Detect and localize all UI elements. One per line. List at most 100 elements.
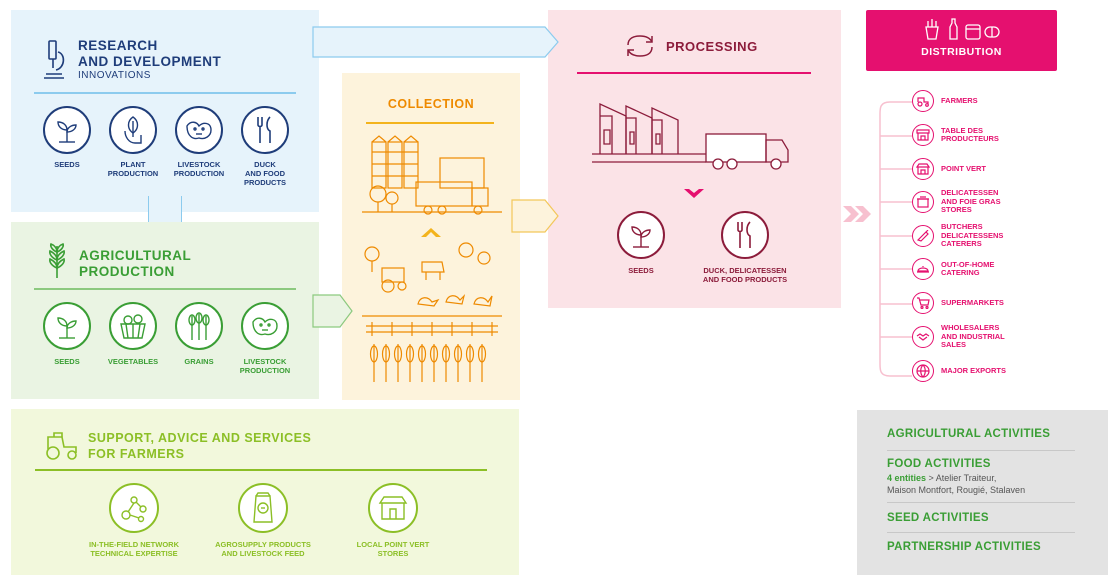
distribution-label-table: TABLE DES PRODUCTEURS xyxy=(941,125,999,143)
agri-seeds-circle xyxy=(43,302,91,350)
distribution-item-wholesalers: WHOLESALERS AND INDUSTRIAL SALES xyxy=(912,324,1005,349)
cart-icon xyxy=(912,292,934,314)
agri-grains-circle xyxy=(175,302,223,350)
agri-vegetables-label: VEGETABLES xyxy=(107,357,159,366)
basket-icon xyxy=(120,314,146,339)
support-title-line1: SUPPORT, ADVICE AND SERVICES xyxy=(88,431,312,445)
rd-to-processing-arrow xyxy=(312,26,559,58)
fork-knife-icon xyxy=(257,116,271,143)
agri-grains-label: GRAINS xyxy=(184,357,214,366)
rd-duck-label: DUCK AND FOOD PRODUCTS xyxy=(243,160,287,187)
legend-divider-2 xyxy=(887,502,1075,503)
sprout-icon xyxy=(57,317,77,339)
farm-animals-illustration xyxy=(362,242,502,317)
distribution-label-exports: MAJOR EXPORTS xyxy=(941,365,1007,375)
rd-title-line2: AND DEVELOPMENT xyxy=(78,54,222,69)
distribution-item-delicatessen: DELICATESSEN AND FOIE GRAS STORES xyxy=(912,188,1001,215)
distribution-item-supermarkets: SUPERMARKETS xyxy=(912,291,1004,315)
processing-seeds-circle xyxy=(617,211,665,259)
chevron-up-icon xyxy=(421,228,441,237)
support-feed-label: AGROSUPPLY PRODUCTS AND LIVESTOCK FEED xyxy=(215,540,311,558)
legend-panel xyxy=(857,410,1108,575)
grain-icon xyxy=(188,312,210,340)
legend-food-line2: Maison Montfort, Rougié, Stalaven xyxy=(887,485,1026,495)
distribution-item-farmers: FARMERS xyxy=(912,89,978,113)
cow-icon xyxy=(186,121,212,140)
legend-food: FOOD ACTIVITIES xyxy=(887,458,991,470)
silo-truck-illustration xyxy=(362,135,502,215)
processing-title: PROCESSING xyxy=(666,39,758,54)
agri-seeds-label: SEEDS xyxy=(54,357,80,366)
shop-icon xyxy=(912,124,934,146)
processing-seeds-label: SEEDS xyxy=(628,266,654,275)
legend-divider-1 xyxy=(887,450,1075,451)
store-icon xyxy=(912,158,934,180)
legend-food-count: 4 entities xyxy=(887,473,927,483)
support-network-label: IN-THE-FIELD NETWORK TECHNICAL EXPERTISE xyxy=(89,540,179,558)
support-store-circle xyxy=(368,483,418,533)
fork-knife-icon xyxy=(737,221,751,248)
processing-to-distribution-arrow-2 xyxy=(855,206,871,222)
support-title-line2: FOR FARMERS xyxy=(88,447,185,461)
legend-divider-3 xyxy=(887,532,1075,533)
processing-duck-circle xyxy=(721,211,769,259)
processing-divider xyxy=(577,72,811,74)
rd-livestock-label: LIVESTOCK PRODUCTION xyxy=(173,160,225,178)
distribution-item-catering: OUT-OF-HOME CATERING xyxy=(912,257,994,281)
agri-livestock-label: LIVESTOCK PRODUCTION xyxy=(239,357,291,375)
rd-title-line1: RESEARCH xyxy=(78,38,158,53)
factory-truck-illustration xyxy=(592,102,789,170)
distribution-label-delicatessen: DELICATESSEN AND FOIE GRAS STORES xyxy=(941,188,1001,215)
globe-icon xyxy=(912,360,934,382)
support-feed-circle xyxy=(238,483,288,533)
plate-icon xyxy=(912,258,934,280)
fence-corn-illustration xyxy=(366,322,498,382)
hand-leaf-icon xyxy=(124,116,142,144)
network-icon xyxy=(121,496,147,523)
chevron-down-icon xyxy=(684,189,704,198)
recycle-arrows-icon xyxy=(627,35,653,57)
distribution-label-catering: OUT-OF-HOME CATERING xyxy=(941,259,995,277)
distribution-title: DISTRIBUTION xyxy=(921,46,1002,58)
cow-icon xyxy=(252,317,278,336)
knife-icon xyxy=(912,225,934,247)
distribution-label-farmers: FARMERS xyxy=(941,95,978,105)
distribution-label-butchers: BUTCHERS DELICATESSENS CATERERS xyxy=(941,222,1004,249)
distribution-item-butchers: BUTCHERS DELICATESSENS CATERERS xyxy=(912,222,1004,249)
legend-food-line1: > Atelier Traiteur, xyxy=(928,473,997,483)
handshake-icon xyxy=(912,326,934,348)
delicatessen-icon xyxy=(912,191,934,213)
tractor-icon xyxy=(912,90,934,112)
support-network-circle xyxy=(109,483,159,533)
processing-panel xyxy=(548,10,841,308)
rd-plant-circle xyxy=(109,106,157,154)
agri-title-line2: PRODUCTION xyxy=(79,264,175,279)
sprout-icon xyxy=(57,121,77,143)
processing-to-distribution-arrow xyxy=(843,206,859,222)
rd-seeds-circle xyxy=(43,106,91,154)
rd-seeds-label: SEEDS xyxy=(54,160,80,169)
distribution-header xyxy=(866,10,1057,71)
distribution-item-exports: MAJOR EXPORTS xyxy=(912,359,1006,383)
distribution-label-point-vert: POINT VERT xyxy=(941,163,987,173)
agri-title-line1: AGRICULTURAL xyxy=(79,248,192,263)
agri-divider xyxy=(34,288,296,290)
legend-partnership: PARTNERSHIP ACTIVITIES xyxy=(887,541,1041,553)
collection-title: COLLECTION xyxy=(387,97,475,111)
feed-bag-icon xyxy=(253,492,273,523)
support-divider xyxy=(35,469,487,471)
distribution-label-supermarkets: SUPERMARKETS xyxy=(941,297,1004,307)
tractor-icon xyxy=(46,432,77,460)
wheat-icon xyxy=(49,243,65,278)
support-store-label: LOCAL POINT VERT STORES xyxy=(356,540,430,558)
distribution-tree xyxy=(879,101,912,377)
agri-vegetables-circle xyxy=(109,302,157,350)
distribution-item-table: TABLE DES PRODUCTEURS xyxy=(912,123,999,147)
rd-livestock-circle xyxy=(175,106,223,154)
collection-to-processing-arrow xyxy=(511,199,559,233)
store-icon xyxy=(378,496,408,520)
distribution-products-icon xyxy=(925,18,1000,40)
sprout-icon xyxy=(631,226,651,248)
microscope-icon xyxy=(44,40,65,79)
